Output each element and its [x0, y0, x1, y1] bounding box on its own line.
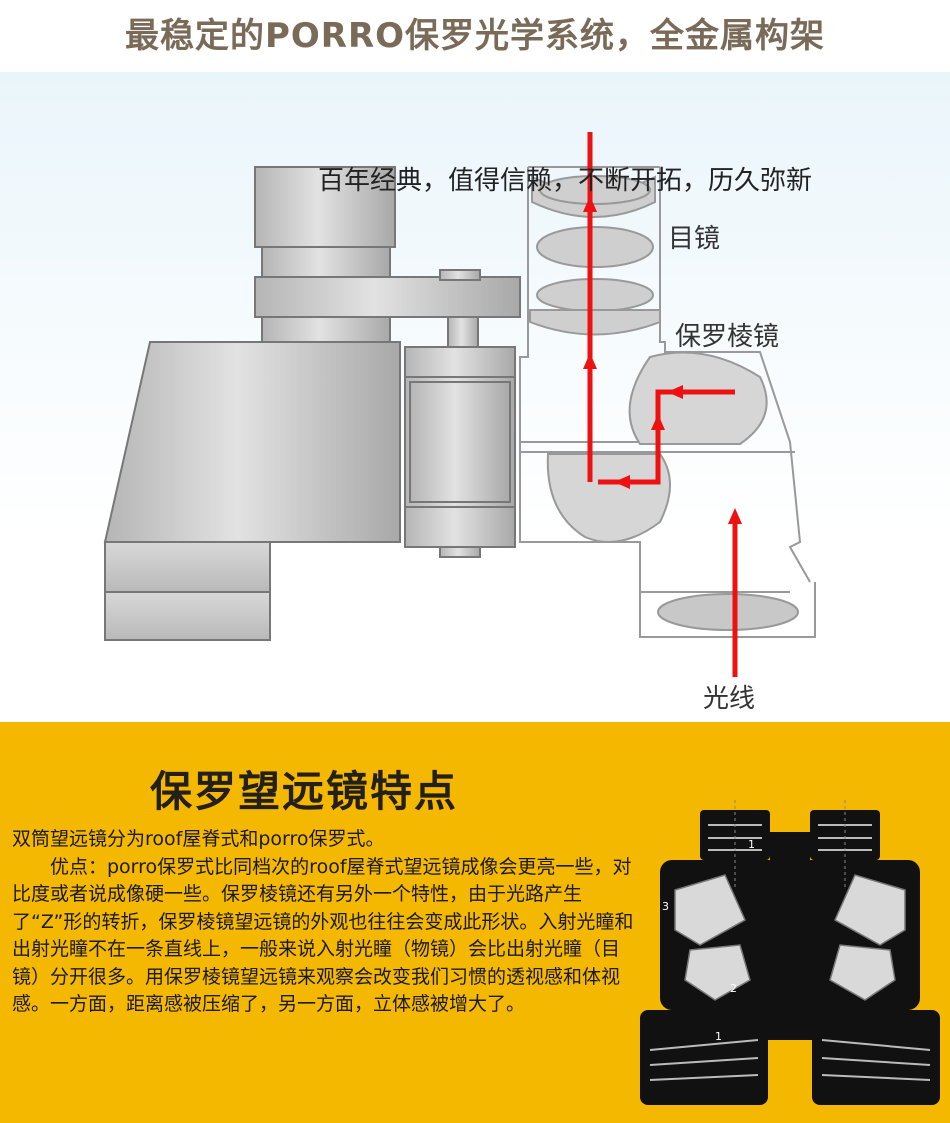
- binocular-illustration: 1 2 3 1: [640, 800, 940, 1105]
- objective-lens: [657, 593, 799, 631]
- optical-axis-lines: [734, 800, 846, 890]
- marker-1-top: 1: [748, 838, 755, 851]
- binocular-body: [103, 166, 521, 641]
- light-label: 光线: [703, 684, 756, 714]
- eyepiece-label: 目镜: [668, 224, 721, 254]
- marker-1-bottom: 1: [715, 1030, 722, 1043]
- light-path-arrows: [583, 196, 742, 524]
- marker-3: 3: [662, 900, 669, 913]
- features-paragraph-1: 双筒望远镜分为roof屋脊式和porro保罗式。: [12, 828, 385, 850]
- porro-prisms: [546, 351, 768, 543]
- eyepiece-lenses: [529, 175, 661, 336]
- porro-diagram-panel: 百年经典，值得信赖，不断开拓，历久弥新 目镜 保罗棱镜 光线: [0, 72, 950, 722]
- optical-housing-outline: [519, 166, 816, 638]
- features-heading: 保罗望远镜特点: [150, 767, 459, 816]
- features-text: 双筒望远镜分为roof屋脊式和porro保罗式。 优点：porro保罗式比同档次…: [12, 826, 637, 1019]
- features-panel: 保罗望远镜特点 双筒望远镜分为roof屋脊式和porro保罗式。 优点：porr…: [0, 722, 950, 1123]
- objective-rings: [649, 1039, 931, 1081]
- features-paragraph-2: 优点：porro保罗式比同档次的roof屋脊式望远镜成像会更亮一些，对比度或者说…: [12, 855, 634, 1016]
- illustration-prisms: [674, 874, 906, 1001]
- prism-label: 保罗棱镜: [675, 322, 780, 352]
- marker-2: 2: [730, 982, 737, 995]
- page-title: 最稳定的PORRO保罗光学系统，全金属构架: [124, 16, 826, 56]
- porro-cross-section-diagram: [103, 132, 816, 677]
- diagram-slogan: 百年经典，值得信赖，不断开拓，历久弥新: [318, 166, 813, 196]
